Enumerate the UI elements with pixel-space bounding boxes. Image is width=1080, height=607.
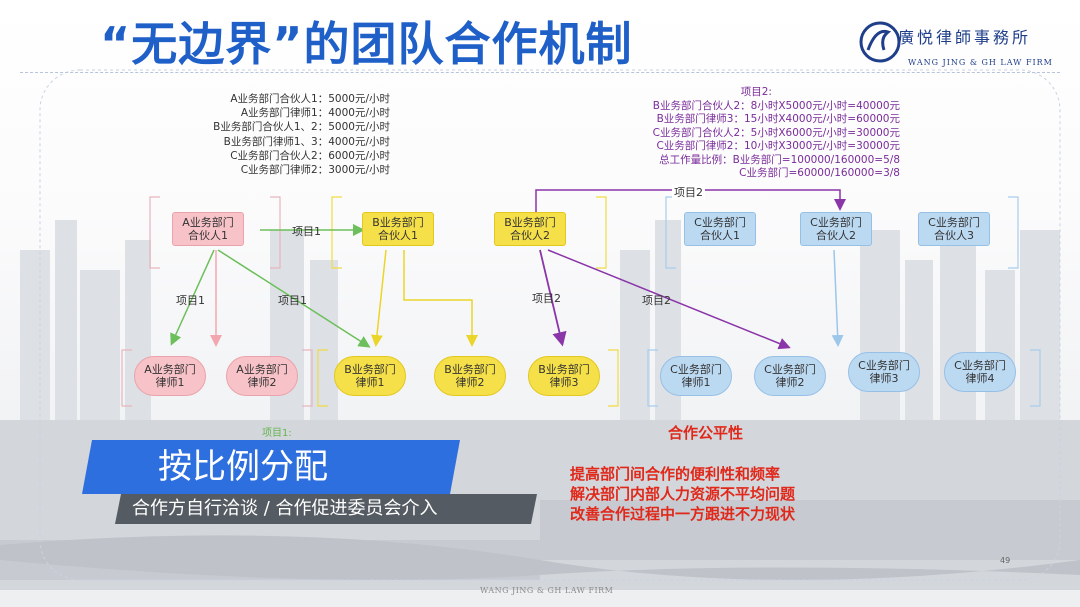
rates-left: A业务部门合伙人1：5000元/小时 A业务部门律师1：4000元/小时 B业务… [213, 92, 390, 177]
benefit-item: 提高部门间合作的便利性和频率 [570, 465, 781, 483]
firm-logo-icon [859, 21, 901, 63]
project1-note: 项目1: [262, 428, 292, 439]
page-number: 49 [1000, 556, 1011, 565]
node-b-partner-2: B业务部门合伙人2 [494, 212, 566, 246]
rate-line: C业务部门律师2：10小时X3000元/小时=30000元 [656, 140, 900, 152]
edge-label-project2: 项目2 [672, 184, 705, 200]
firm-name-cn: 廣悦律師事務所 [898, 28, 1032, 47]
rate-line: 总工作量比例：B业务部门=100000/160000=5/8 [659, 153, 900, 166]
firm-name-en: WANG JING & GH LAW FIRM [908, 58, 1053, 67]
rate-line: C业务部门=60000/160000=3/8 [739, 167, 900, 179]
benefits-list: 提高部门间合作的便利性和频率 解决部门内部人力资源不平均问题 改善合作过程中一方… [570, 464, 795, 524]
node-b-partner-1: B业务部门合伙人1 [362, 212, 434, 246]
benefit-item: 改善合作过程中一方跟进不力现状 [570, 505, 796, 523]
node-a-partner-1: A业务部门合伙人1 [172, 212, 244, 246]
rate-line: A业务部门合伙人1：5000元/小时 [230, 93, 390, 105]
node-b-lawyer-1: B业务部门律师1 [334, 356, 406, 396]
rate-line: B业务部门律师3：15小时X4000元/小时=60000元 [656, 113, 900, 125]
footer-firm-name: WANG JING & GH LAW FIRM [480, 586, 614, 595]
edge-label-project2: 项目2 [642, 294, 671, 307]
edge-label-project1: 项目1 [176, 294, 205, 307]
page-title: “无边界”的团队合作机制 [100, 17, 633, 71]
header-divider [20, 72, 1060, 73]
subtitle-text: 合作方自行洽谈 / 合作促进委员会介入 [132, 498, 438, 519]
node-a-lawyer-2: A业务部门律师2 [226, 356, 298, 396]
node-c-lawyer-4: C业务部门律师4 [944, 352, 1016, 392]
banner-shape [82, 440, 460, 494]
rate-line: A业务部门律师1：4000元/小时 [240, 107, 390, 120]
edge-label-project2: 项目2 [532, 292, 561, 305]
benefit-item: 解决部门内部人力资源不平均问题 [570, 485, 796, 503]
subtitle-shape [115, 494, 537, 524]
rate-line: C业务部门合伙人2：6000元/小时 [230, 149, 390, 162]
rate-line: B业务部门合伙人2：8小时X5000元/小时=40000元 [652, 99, 900, 112]
edge-label-project1: 项目1 [292, 225, 321, 238]
node-b-lawyer-2: B业务部门律师2 [434, 356, 506, 396]
rate-line: C业务部门律师2：3000元/小时 [240, 164, 390, 177]
node-c-partner-2: C业务部门合伙人2 [800, 212, 872, 246]
rates-right: 项目2: B业务部门合伙人2：8小时X5000元/小时=40000元 B业务部门… [653, 86, 900, 181]
banner-text: 按比例分配 [158, 447, 328, 487]
node-c-partner-3: C业务部门合伙人3 [918, 212, 990, 246]
rate-line: C业务部门合伙人2：5小时X6000元/小时=30000元 [652, 126, 900, 139]
node-c-lawyer-3: C业务部门律师3 [848, 352, 920, 392]
node-a-lawyer-1: A业务部门律师1 [134, 356, 206, 396]
node-c-partner-1: C业务部门合伙人1 [684, 212, 756, 246]
node-c-lawyer-2: C业务部门律师2 [754, 356, 826, 396]
edge-label-project1: 项目1 [278, 294, 307, 307]
fairness-heading: 合作公平性 [668, 424, 744, 442]
rate-line: B业务部门律师1、3：4000元/小时 [223, 135, 390, 148]
node-c-lawyer-1: C业务部门律师1 [660, 356, 732, 396]
node-b-lawyer-3: B业务部门律师3 [528, 356, 600, 396]
rate-line: 项目2: [740, 86, 772, 98]
rate-line: B业务部门合伙人1、2：5000元/小时 [213, 121, 390, 134]
